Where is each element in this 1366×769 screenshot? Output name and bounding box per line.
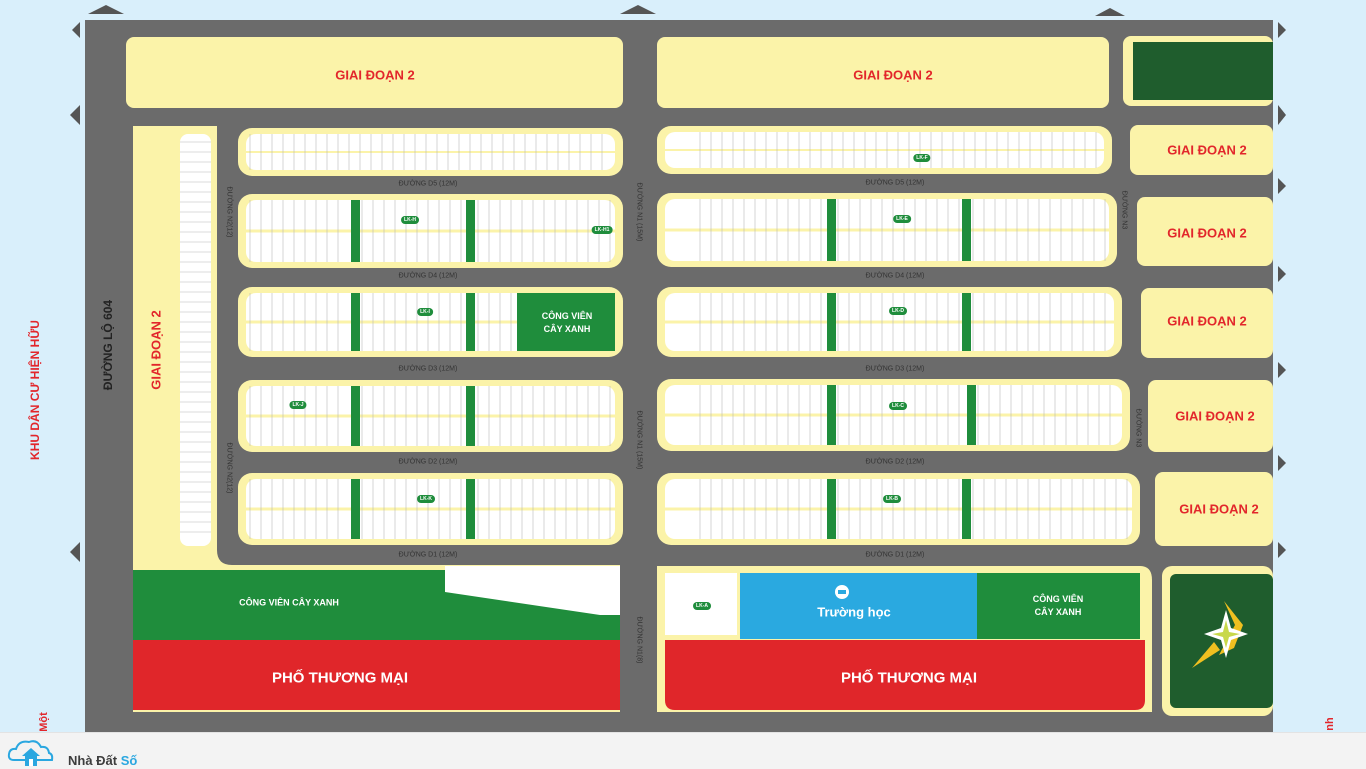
road-d3-left: ĐƯỜNG D3 (12M) [398, 365, 458, 373]
brand-suffix: Số [120, 753, 138, 768]
commercial-left [133, 640, 620, 710]
road-d1-left: ĐƯỜNG D1 (12M) [398, 551, 458, 559]
road-d2-right: ĐƯỜNG D2 (12M) [865, 458, 925, 466]
house-cloud-logo-icon [7, 740, 54, 766]
phase2-label-right-1: GIAI ĐOẠN 2 [1167, 142, 1247, 158]
brand-prefix: Nhà Đất [68, 753, 121, 768]
road-d4-left: ĐƯỜNG D4 (12M) [398, 272, 458, 280]
main-road-label: ĐƯỜNG LỘ 604 [101, 299, 115, 391]
road-n2-bottom: ĐƯỜNG N2(12) [225, 442, 233, 494]
block-tag: LK-F [913, 154, 931, 162]
block-tag: LK-D [889, 307, 907, 315]
block-tag: LK-A [693, 602, 711, 610]
lot-lines [180, 132, 1128, 539]
block-tag: LK-E [893, 215, 911, 223]
school-icon [835, 585, 849, 599]
phase2-right-4 [1148, 380, 1273, 452]
commercial-label-left: PHỐ THƯƠNG MẠI [271, 669, 409, 687]
boundary-markers [70, 5, 1286, 562]
road-d4-right: ĐƯỜNG D4 (12M) [865, 272, 925, 280]
road-n1-upper: ĐƯỜNG N1 (15M) [635, 182, 643, 242]
road-d2-left: ĐƯỜNG D2 (12M) [398, 458, 458, 466]
block-tag: LK-H [401, 216, 419, 224]
park-right-bottom [977, 573, 1140, 639]
block-tag: LK-K [417, 495, 435, 503]
phase2-right-3 [1141, 288, 1273, 358]
brand-name[interactable]: Nhà Đất Số [68, 753, 137, 768]
block-tag: LK-H1 [591, 226, 613, 234]
road-d5-left: ĐƯỜNG D5 (12M) [398, 180, 458, 188]
phase2-label-right-5: GIAI ĐOẠN 2 [1179, 501, 1259, 517]
block-tag: LK-B [883, 495, 901, 503]
phase2-label-right-2: GIAI ĐOẠN 2 [1167, 225, 1247, 241]
phase2-top-left [126, 37, 623, 108]
edge-label-left: Một [38, 712, 50, 732]
road-d5-right: ĐƯỜNG D5 (12M) [865, 179, 925, 187]
school-block [740, 573, 977, 639]
diagonal-lots [445, 566, 620, 615]
top-right-park [1133, 42, 1273, 100]
phase2-top-right [657, 37, 1109, 108]
phase2-right-2 [1137, 197, 1273, 266]
road-n2-top: ĐƯỜNG N2(12) [225, 186, 233, 238]
road-right-top: ĐƯỜNG N3 [1120, 190, 1128, 230]
block-tag: LK-C [889, 402, 907, 410]
block-tag: LK-I [417, 308, 433, 316]
road-d3-right: ĐƯỜNG D3 (12M) [865, 365, 925, 373]
commercial-label-right: PHỐ THƯƠNG MẠI [840, 669, 978, 687]
phase2-label-top-left: GIAI ĐOẠN 2 [335, 67, 415, 83]
road-n1-bottom: ĐƯỜNG N1(8) [635, 616, 643, 664]
footer-bar: Nhà Đất Số [0, 732, 1366, 769]
phase2-left-strip [133, 126, 620, 712]
road-n1-lower: ĐƯỜNG N1 (15M) [635, 410, 643, 470]
phase2-label-top-right: GIAI ĐOẠN 2 [853, 67, 933, 83]
phase2-label-left-strip: GIAI ĐOẠN 2 [148, 310, 164, 390]
phase2-right-5 [1155, 472, 1273, 546]
commercial-right [665, 640, 1145, 710]
residential-area-label: KHU DÂN CƯ HIỆN HỮU [28, 320, 42, 460]
phase2-label-right-3: GIAI ĐOẠN 2 [1167, 313, 1247, 329]
park-label-bottom-left: CÔNG VIÊN CÂY XANH [239, 597, 339, 608]
road-d1-right: ĐƯỜNG D1 (12M) [865, 551, 925, 559]
school-label: Trường học [817, 604, 891, 620]
road-right-bottom: ĐƯỜNG N3 [1134, 408, 1142, 448]
block-tag: LK-J [289, 401, 307, 409]
edge-label-right: nh [1324, 717, 1336, 731]
phase2-label-right-4: GIAI ĐOẠN 2 [1175, 408, 1255, 424]
landmark-star-icon [1192, 601, 1248, 668]
phase2-right-1 [1130, 125, 1273, 175]
